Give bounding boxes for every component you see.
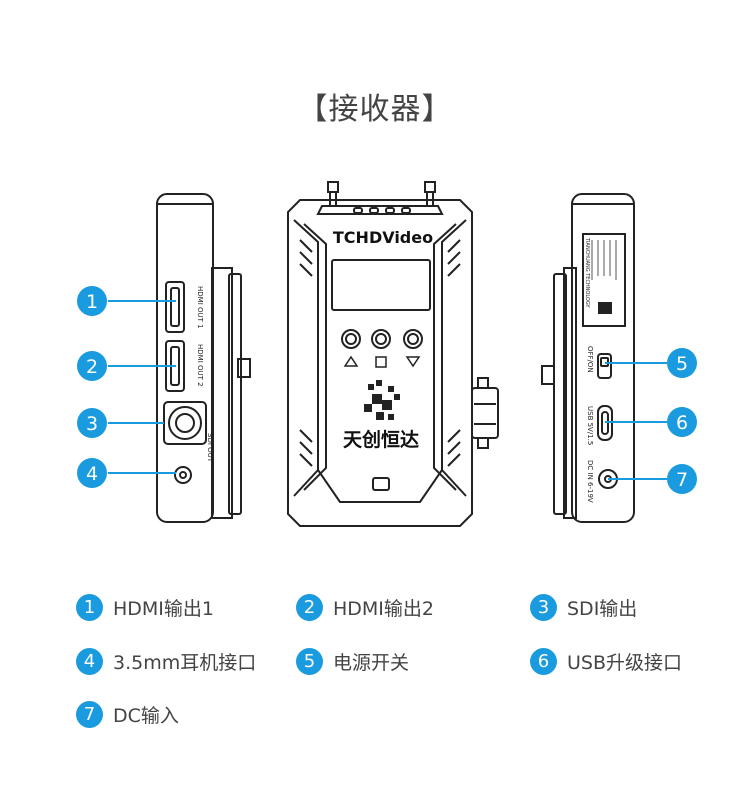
dc-in-label: DC IN 6-19V (586, 460, 594, 503)
callout-1: 1 (86, 291, 98, 313)
legend-label: DC输入 (113, 704, 179, 727)
logo-graphic (364, 380, 400, 420)
legend-label: USB升级接口 (567, 651, 683, 674)
legend-number: 7 (76, 700, 103, 728)
menu-button (371, 329, 391, 349)
legend-item: 1 HDMI输出1 (76, 592, 214, 622)
sdi-out-label: SDI OUT (206, 433, 214, 463)
legend-item: 3 SDI输出 (530, 592, 637, 622)
page-title: 【接收器】 (297, 92, 453, 127)
headphone-jack (174, 466, 192, 484)
legend-item: 5 电源开关 (296, 646, 409, 676)
legend-number: 5 (296, 647, 323, 675)
receiver-diagram: TCHDVideo 天创恒达 HDMI OUT 1 HDMI OUT 2 SDI… (77, 181, 697, 527)
hdmi-out-2-label: HDMI OUT 2 (196, 344, 204, 387)
up-button (341, 329, 361, 349)
callout-3: 3 (86, 413, 98, 435)
sdi-out-port (163, 401, 207, 445)
legend-item: 6 USB升级接口 (530, 646, 682, 676)
right-side-view (541, 193, 635, 523)
oled-screen (331, 259, 431, 311)
hdmi-out-1-label: HDMI OUT 1 (196, 286, 204, 329)
usb-label: USB 5V/1.5 (586, 406, 594, 445)
legend-label: HDMI输出2 (333, 597, 435, 620)
callout-7: 7 (676, 469, 688, 491)
sticker-text: TIANCHUANG TECHNOLOGY (584, 237, 590, 309)
logo-text: 天创恒达 (343, 428, 419, 451)
hdmi-out-1-port (165, 281, 185, 333)
legend-number: 2 (296, 593, 323, 621)
legend-label: 电源开关 (333, 651, 410, 674)
legend-number: 6 (530, 647, 557, 675)
callout-2: 2 (86, 356, 98, 378)
callout-6: 6 (676, 412, 688, 434)
power-switch (597, 353, 612, 379)
left-side-view (156, 193, 251, 523)
callout-5: 5 (676, 353, 688, 375)
down-button (403, 329, 423, 349)
spec-sticker (582, 233, 626, 327)
legend-item: 4 3.5mm耳机接口 (76, 646, 256, 676)
legend-number: 4 (76, 647, 103, 675)
legend-number: 1 (76, 593, 103, 621)
legend-number: 3 (530, 593, 557, 621)
callout-4: 4 (86, 463, 98, 485)
legend-label: SDI输出 (567, 597, 638, 620)
brand-label: TCHDVideo (333, 228, 433, 247)
callouts: 1 2 3 4 5 6 7 (77, 286, 697, 494)
front-view (287, 181, 499, 527)
power-switch-label: OFF/ON (586, 346, 594, 373)
legend-label: 3.5mm耳机接口 (113, 651, 257, 674)
legend-item: 7 DC输入 (76, 699, 179, 729)
legend-label: HDMI输出1 (113, 597, 215, 620)
legend-item: 2 HDMI输出2 (296, 592, 434, 622)
